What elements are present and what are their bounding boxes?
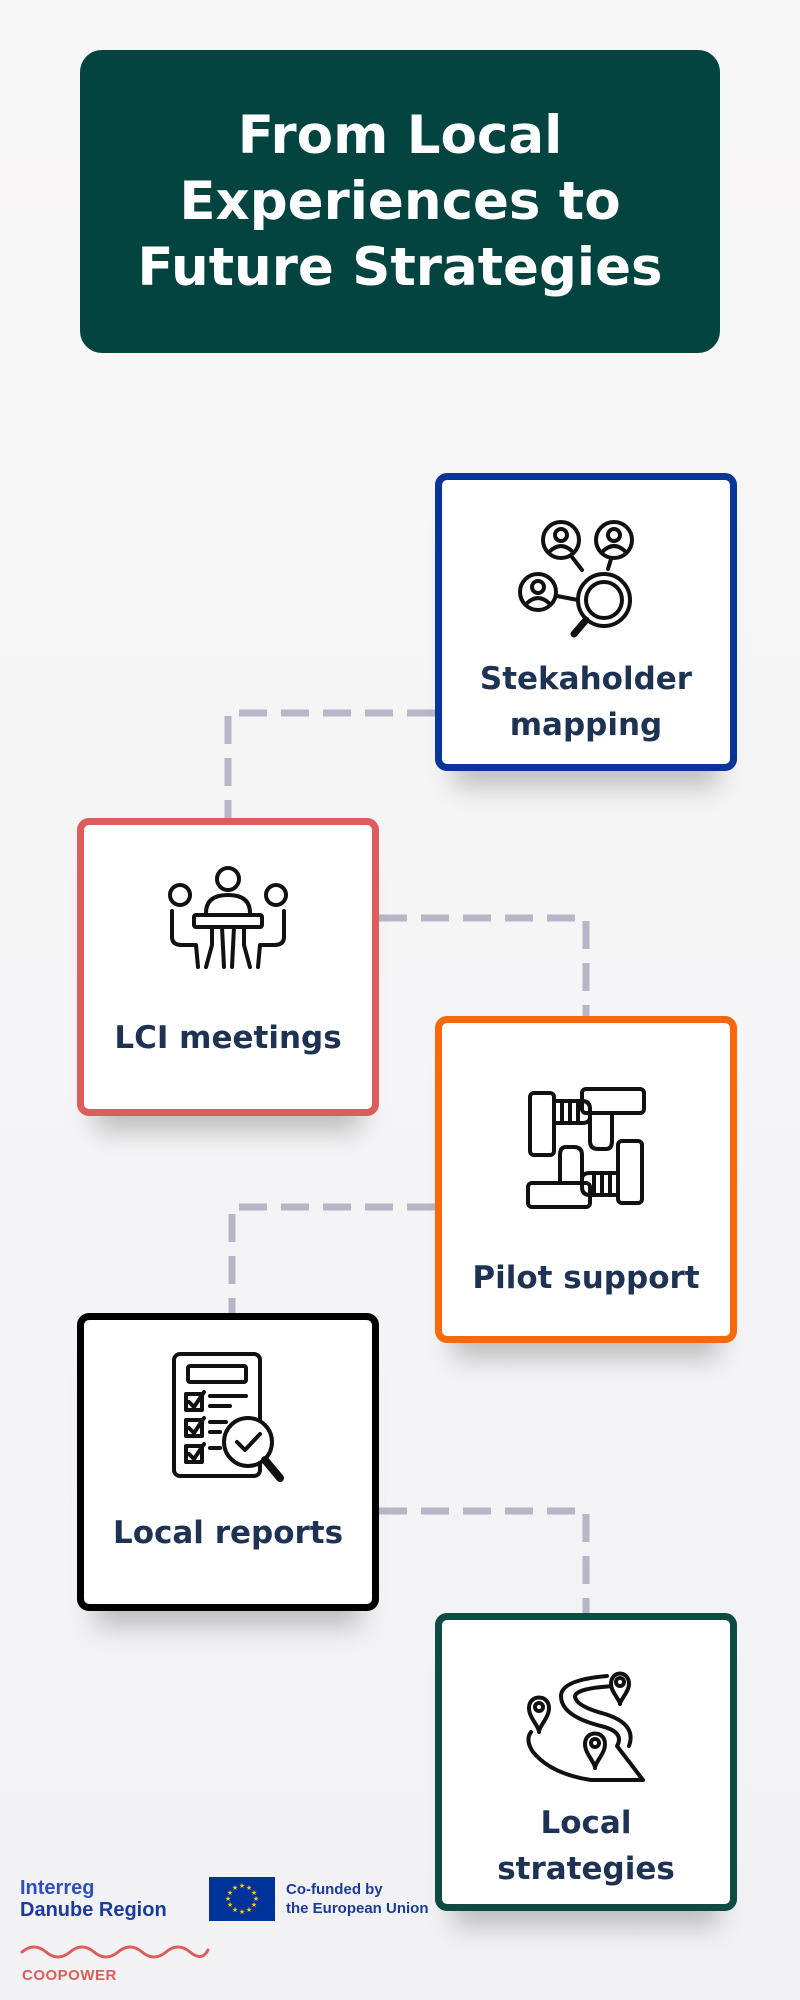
- title-line-1: From Local: [237, 104, 563, 166]
- connector-4-5: [379, 1507, 590, 1613]
- title-line-2: Experiences to: [179, 170, 621, 232]
- svg-text:★: ★: [239, 1882, 245, 1890]
- interreg-line-2: Danube Region: [20, 1899, 167, 1921]
- step-label: Stekaholder mapping: [479, 661, 693, 743]
- coopower-wave-icon: [20, 1945, 210, 1959]
- step-card-stakeholder-mapping: Stekaholder mapping: [435, 473, 737, 771]
- step-label: Local strategies: [497, 1805, 675, 1887]
- connector-1-2: [224, 709, 435, 818]
- connector-2-3: [379, 914, 590, 1016]
- joined-hands-icon: [526, 1087, 646, 1209]
- svg-text:★: ★: [227, 1901, 233, 1909]
- svg-text:★: ★: [227, 1889, 233, 1897]
- step-card-local-strategies: Local strategies: [435, 1613, 737, 1911]
- svg-text:★: ★: [251, 1889, 257, 1897]
- page-title: From Local Experiences to Future Strateg…: [100, 103, 700, 301]
- eu-flag-icon: ★★★ ★★★ ★★★ ★★★: [209, 1877, 275, 1921]
- footer-logos: Interreg Danube Region ★★★ ★★★ ★★★ ★★★ C…: [0, 1870, 800, 2000]
- people-search-icon: [518, 520, 634, 638]
- svg-text:★: ★: [239, 1908, 245, 1916]
- svg-text:★: ★: [246, 1884, 252, 1892]
- meeting-table-icon: [168, 866, 288, 969]
- svg-text:★: ★: [232, 1884, 238, 1892]
- route-map-pins-icon: [526, 1671, 645, 1782]
- step-label: LCI meetings: [114, 1020, 342, 1056]
- svg-text:★: ★: [251, 1901, 257, 1909]
- checklist-report-icon: [172, 1352, 284, 1482]
- svg-text:★: ★: [253, 1895, 259, 1903]
- step-label: Pilot support: [472, 1260, 700, 1296]
- step-card-local-reports: Local reports: [77, 1313, 379, 1611]
- step-label: Local reports: [112, 1515, 344, 1551]
- svg-text:★: ★: [246, 1906, 252, 1914]
- coopower-logo: COOPOWER: [22, 1967, 117, 1984]
- step-card-pilot-support: Pilot support: [435, 1016, 737, 1343]
- interreg-line-1: Interreg: [20, 1877, 95, 1899]
- svg-text:★: ★: [232, 1906, 238, 1914]
- title-line-3: Future Strategies: [137, 236, 663, 298]
- interreg-logo: Interreg Danube Region: [20, 1877, 167, 1921]
- title-banner: From Local Experiences to Future Strateg…: [80, 50, 720, 353]
- eu-cofunded-text: Co-funded by the European Union: [286, 1881, 429, 1917]
- connector-3-4: [228, 1203, 435, 1313]
- step-card-lci-meetings: LCI meetings: [77, 818, 379, 1116]
- svg-text:★: ★: [225, 1895, 231, 1903]
